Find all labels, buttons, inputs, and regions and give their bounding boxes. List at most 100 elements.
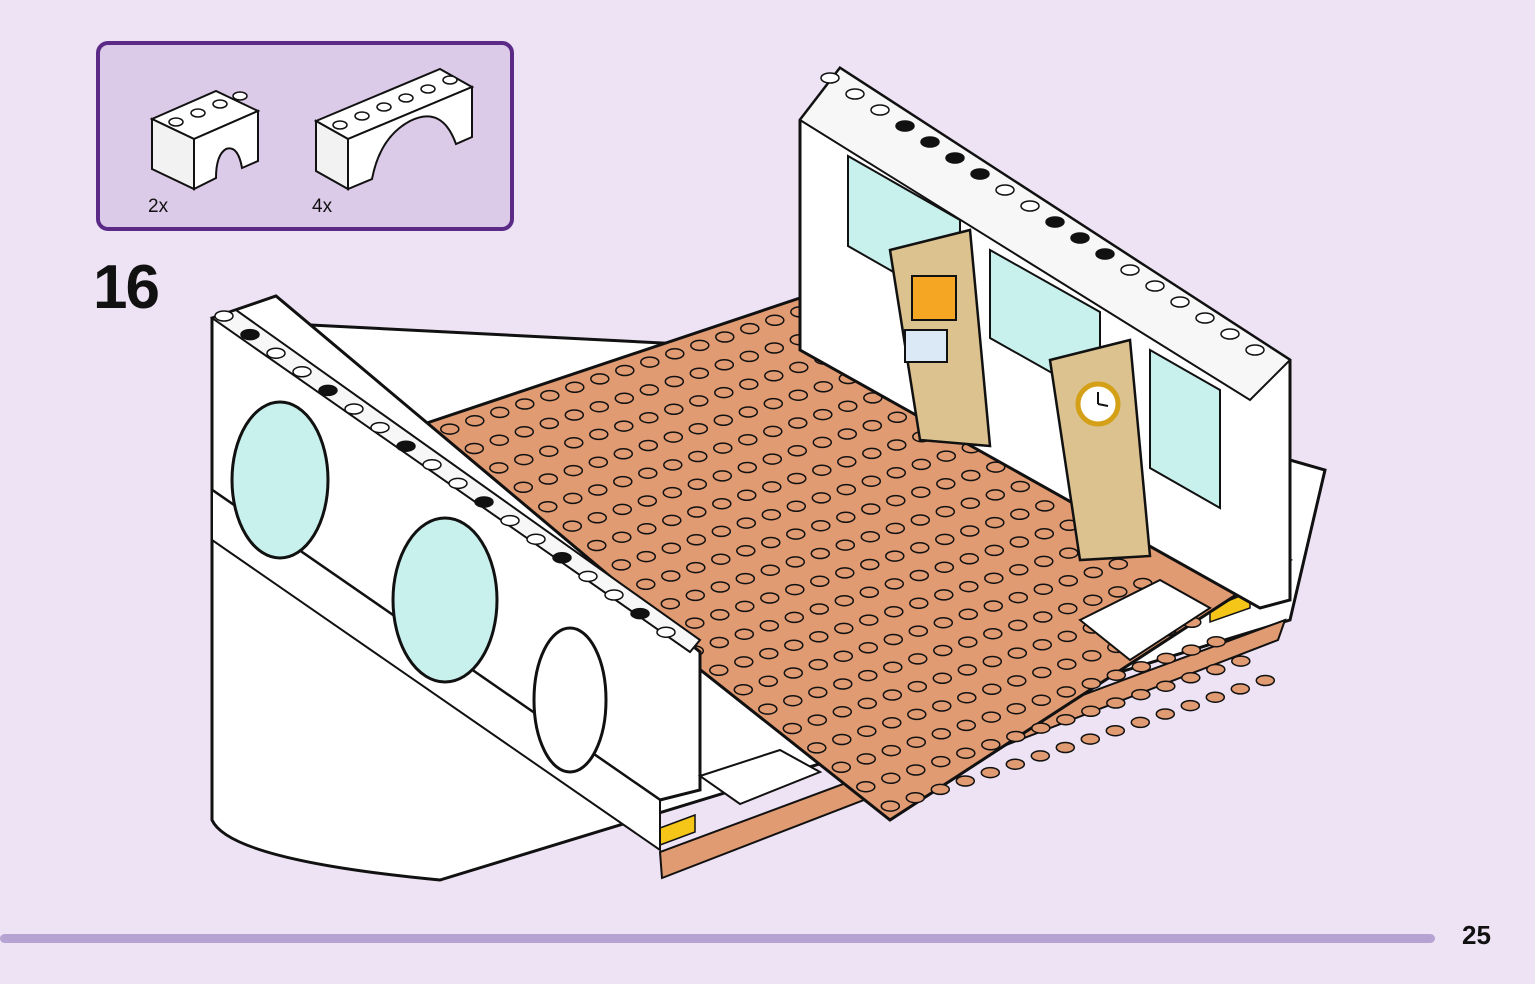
wall-stud — [845, 88, 865, 100]
footer-progress-bar — [0, 934, 1435, 943]
baseplate-stud — [960, 525, 980, 537]
baseplate-stud — [887, 411, 908, 424]
baseplate-stud — [860, 530, 881, 543]
baseplate-stud — [1156, 680, 1176, 692]
baseplate-stud — [734, 656, 754, 668]
baseplate-stud — [784, 611, 805, 624]
baseplate-stud — [661, 570, 681, 582]
baseplate-stud — [837, 456, 857, 468]
baseplate-stud — [1230, 683, 1251, 695]
wall-stud — [526, 533, 546, 545]
baseplate-stud — [662, 486, 683, 499]
baseplate-stud — [808, 686, 828, 699]
baseplate-stud — [489, 434, 510, 446]
baseplate-stud — [1030, 750, 1051, 762]
wall-stud — [344, 403, 364, 415]
baseplate-stud — [737, 461, 758, 474]
baseplate-stud — [688, 422, 709, 435]
baseplate-stud — [740, 322, 760, 335]
baseplate-stud — [689, 395, 709, 407]
baseplate-stud — [1131, 688, 1151, 701]
baseplate-stud — [836, 511, 856, 524]
baseplate-stud — [834, 594, 855, 607]
baseplate-stud — [936, 478, 956, 490]
baseplate-stud — [539, 445, 559, 457]
baseplate-stud — [758, 675, 779, 688]
baseplate-stud — [884, 578, 905, 590]
baseplate-stud — [1008, 619, 1028, 632]
baseplate-stud — [587, 512, 608, 524]
baseplate-stud — [857, 725, 877, 737]
baseplate-stud — [1057, 658, 1077, 670]
baseplate-stud — [787, 445, 808, 457]
baseplate-stud — [690, 339, 710, 352]
baseplate-stud — [935, 505, 956, 518]
baseplate-stud — [885, 522, 906, 535]
baseplate-stud — [1108, 558, 1129, 570]
baseplate-stud — [1006, 730, 1026, 743]
baseplate-stud — [587, 539, 607, 552]
baseplate-stud — [881, 744, 902, 757]
baseplate-stud — [1009, 536, 1030, 548]
baseplate-stud — [833, 678, 853, 690]
baseplate-stud — [1181, 672, 1201, 684]
baseplate-stud — [881, 772, 901, 785]
baseplate-stud — [810, 575, 830, 588]
baseplate-stud — [1180, 699, 1201, 712]
baseplate-stud — [465, 415, 485, 427]
baseplate-stud — [1056, 686, 1077, 698]
baseplate-stud — [588, 484, 608, 496]
baseplate-stud — [665, 348, 685, 360]
wall-stud — [604, 589, 624, 601]
baseplate-stud — [982, 683, 1002, 696]
baseplate-stud — [764, 370, 784, 382]
baseplate-stud — [513, 481, 534, 494]
baseplate-stud — [859, 586, 880, 599]
baseplate-stud — [713, 414, 734, 427]
baseplate-stud — [685, 617, 705, 629]
baseplate-stud — [1034, 527, 1055, 540]
baseplate-stud — [834, 622, 854, 635]
baseplate-stud — [981, 711, 1002, 723]
baseplate-stud — [986, 461, 1006, 473]
baseplate-stud — [908, 625, 929, 637]
baseplate-stud — [1105, 724, 1126, 737]
baseplate-stud — [859, 614, 879, 626]
wall-stud — [214, 310, 234, 322]
baseplate-stud — [1031, 694, 1052, 707]
baseplate-stud — [614, 392, 635, 405]
wall-stud — [1170, 296, 1190, 308]
baseplate-stud — [735, 572, 756, 585]
baseplate-stud — [662, 514, 682, 527]
baseplate-stud — [782, 722, 803, 735]
baseplate-stud — [1206, 635, 1227, 648]
wall-stud — [1195, 312, 1215, 324]
baseplate-stud — [763, 425, 783, 438]
baseplate-stud — [960, 497, 981, 509]
baseplate-stud — [715, 331, 735, 343]
baseplate-stud — [835, 567, 855, 579]
wall-stud — [1020, 200, 1040, 212]
parts-callout: 2x 4x — [96, 41, 514, 231]
wall-stud — [266, 347, 286, 359]
wall-stud — [240, 328, 260, 341]
wall-stud — [870, 104, 890, 116]
baseplate-stud — [712, 497, 732, 510]
baseplate-stud — [1033, 583, 1054, 595]
wall-stud — [1145, 280, 1165, 292]
baseplate-stud — [540, 389, 560, 402]
baseplate-stud — [810, 547, 831, 560]
baseplate-stud — [1130, 716, 1151, 729]
baseplate-stud — [884, 605, 904, 618]
baseplate-stud — [1080, 733, 1101, 745]
baseplate-stud — [514, 426, 535, 438]
baseplate-stud — [1081, 677, 1102, 690]
baseplate-stud — [1108, 586, 1128, 598]
baseplate-stud — [738, 433, 758, 446]
baseplate-stud — [760, 592, 780, 604]
baseplate-stud — [762, 453, 783, 465]
baseplate-stud — [712, 470, 733, 482]
baseplate-stud — [982, 655, 1003, 668]
baseplate-stud — [886, 467, 907, 479]
baseplate-stud — [909, 569, 930, 582]
